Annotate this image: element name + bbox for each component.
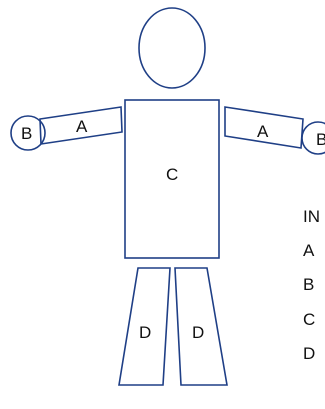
legend: IN A B C D — [303, 207, 320, 363]
right-arm-label: A — [257, 122, 269, 141]
left-leg-label: D — [139, 323, 151, 342]
left-arm-label: A — [76, 117, 88, 136]
right-hand-label: B — [316, 130, 325, 149]
torso-label: C — [166, 165, 178, 184]
legend-item-b: B — [303, 275, 314, 294]
legend-title: IN — [303, 207, 320, 226]
right-leg-label: D — [192, 323, 204, 342]
head-shape — [139, 8, 205, 88]
legend-item-d: D — [303, 344, 315, 363]
legend-item-c: C — [303, 310, 315, 329]
left-hand-label: B — [21, 124, 32, 143]
legend-item-a: A — [303, 241, 315, 260]
